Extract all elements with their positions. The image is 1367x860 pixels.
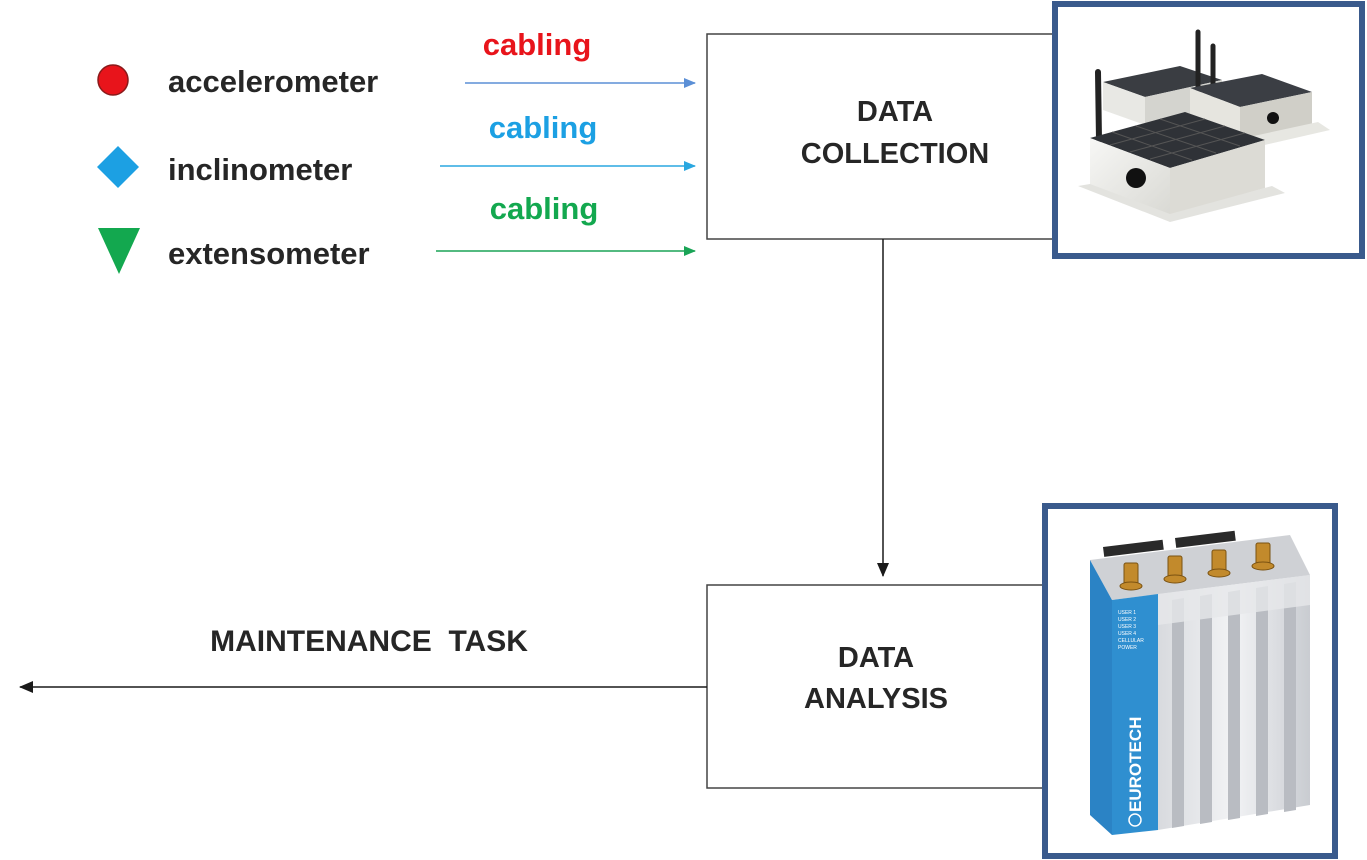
maintenance-task-label: MAINTENANCE TASK [210, 625, 528, 658]
cabling-label-red: cabling [483, 27, 592, 62]
inclinometer-marker [97, 146, 139, 188]
gateway-led-5: CELLULAR [1118, 638, 1144, 644]
data-collection-box [706, 33, 1064, 240]
sensor-nodes-photo [1052, 1, 1365, 259]
extensometer-marker [98, 228, 140, 274]
cabling-label-green: cabling [490, 191, 599, 226]
data-collection-line2: COLLECTION [801, 138, 990, 170]
gateway-led-3: USER 3 [1118, 624, 1136, 630]
data-collection-line1: DATA [857, 96, 933, 128]
gateway-led-4: USER 4 [1118, 631, 1136, 637]
accelerometer-marker [97, 64, 129, 96]
legend-label-extensometer: extensometer [168, 236, 370, 271]
data-analysis-box [706, 584, 1064, 789]
gateway-photo: USER 1 USER 2 USER 3 USER 4 CELLULAR POW… [1042, 503, 1338, 859]
gateway-brand-label: EUROTECH [1126, 717, 1145, 812]
cabling-label-blue: cabling [489, 110, 598, 145]
gateway-led-6: POWER [1118, 645, 1137, 651]
legend-label-accelerometer: accelerometer [168, 64, 378, 99]
legend-label-inclinometer: inclinometer [168, 152, 352, 187]
data-analysis-line1: DATA [838, 642, 914, 674]
gateway-led-2: USER 2 [1118, 617, 1136, 623]
gateway-led-1: USER 1 [1118, 610, 1136, 616]
data-analysis-line2: ANALYSIS [804, 683, 948, 715]
